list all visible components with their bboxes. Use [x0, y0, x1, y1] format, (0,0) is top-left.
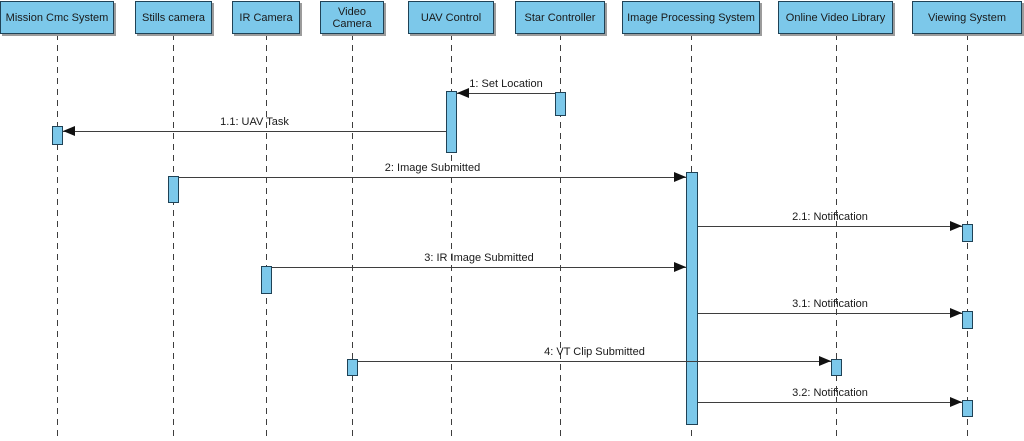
activation-stills-camera[interactable] — [168, 176, 179, 203]
lifeline-online-video-library — [836, 34, 837, 441]
message-line — [63, 131, 446, 132]
arrowhead-right-icon — [674, 262, 686, 272]
lifeline-ir-camera — [266, 34, 267, 441]
message-line — [358, 361, 831, 362]
activation-video-camera[interactable] — [347, 359, 358, 376]
actor-label: Online Video Library — [785, 11, 886, 24]
activation-image-processing-system[interactable] — [686, 172, 698, 425]
actor-ir-camera[interactable]: IR Camera — [232, 1, 300, 34]
arrowhead-left-icon — [457, 88, 469, 98]
actor-label: Image Processing System — [627, 11, 755, 24]
message-line — [698, 226, 962, 227]
activation-viewing-system-2[interactable] — [962, 311, 973, 329]
activation-uav-control[interactable] — [446, 91, 457, 153]
actor-uav-control[interactable]: UAV Control — [408, 1, 494, 34]
arrowhead-left-icon — [63, 126, 75, 136]
activation-ir-camera[interactable] — [261, 266, 272, 294]
actor-label: UAV Control — [420, 11, 482, 24]
activation-mission-cmc-system[interactable] — [52, 126, 63, 145]
arrowhead-right-icon — [674, 172, 686, 182]
message-label: 1.1: UAV Task — [220, 116, 289, 128]
activation-online-video-library[interactable] — [831, 359, 842, 376]
message-label: 2.1: Notification — [792, 211, 868, 223]
actor-label: IR Camera — [239, 11, 293, 24]
activation-viewing-system-1[interactable] — [962, 224, 973, 242]
activation-viewing-system-3[interactable] — [962, 400, 973, 417]
actor-online-video-library[interactable]: Online Video Library — [778, 1, 893, 34]
arrowhead-right-icon — [950, 221, 962, 231]
activation-star-controller[interactable] — [555, 92, 566, 116]
message-label: 4: VT Clip Submitted — [544, 346, 645, 358]
actor-label: Stills camera — [142, 11, 205, 24]
message-line — [179, 177, 686, 178]
lifeline-uav-control — [451, 34, 452, 441]
actor-label: Video Camera — [332, 5, 372, 30]
message-line — [698, 313, 962, 314]
message-line — [457, 93, 555, 94]
arrowhead-right-icon — [819, 356, 831, 366]
actor-stills-camera[interactable]: Stills camera — [135, 1, 212, 34]
message-line — [698, 402, 962, 403]
actor-star-controller[interactable]: Star Controller — [515, 1, 605, 34]
actor-label: Mission Cmc System — [5, 11, 109, 24]
message-line — [272, 267, 686, 268]
arrowhead-right-icon — [950, 308, 962, 318]
arrowhead-right-icon — [950, 397, 962, 407]
lifeline-stills-camera — [173, 34, 174, 441]
message-label: 3.2: Notification — [792, 387, 868, 399]
actor-label: Star Controller — [524, 11, 596, 24]
actor-video-camera[interactable]: Video Camera — [320, 1, 384, 34]
lifeline-mission-cmc-system — [57, 34, 58, 441]
message-label: 1: Set Location — [469, 78, 543, 90]
actor-mission-cmc-system[interactable]: Mission Cmc System — [0, 1, 114, 34]
actor-label: Viewing System — [927, 11, 1007, 24]
actor-viewing-system[interactable]: Viewing System — [912, 1, 1022, 34]
message-label: 3: IR Image Submitted — [424, 252, 534, 264]
lifeline-star-controller — [560, 34, 561, 441]
message-label: 2: Image Submitted — [384, 162, 481, 174]
lifeline-video-camera — [352, 34, 353, 441]
message-label: 3.1: Notification — [792, 298, 868, 310]
actor-image-processing-system[interactable]: Image Processing System — [622, 1, 760, 34]
